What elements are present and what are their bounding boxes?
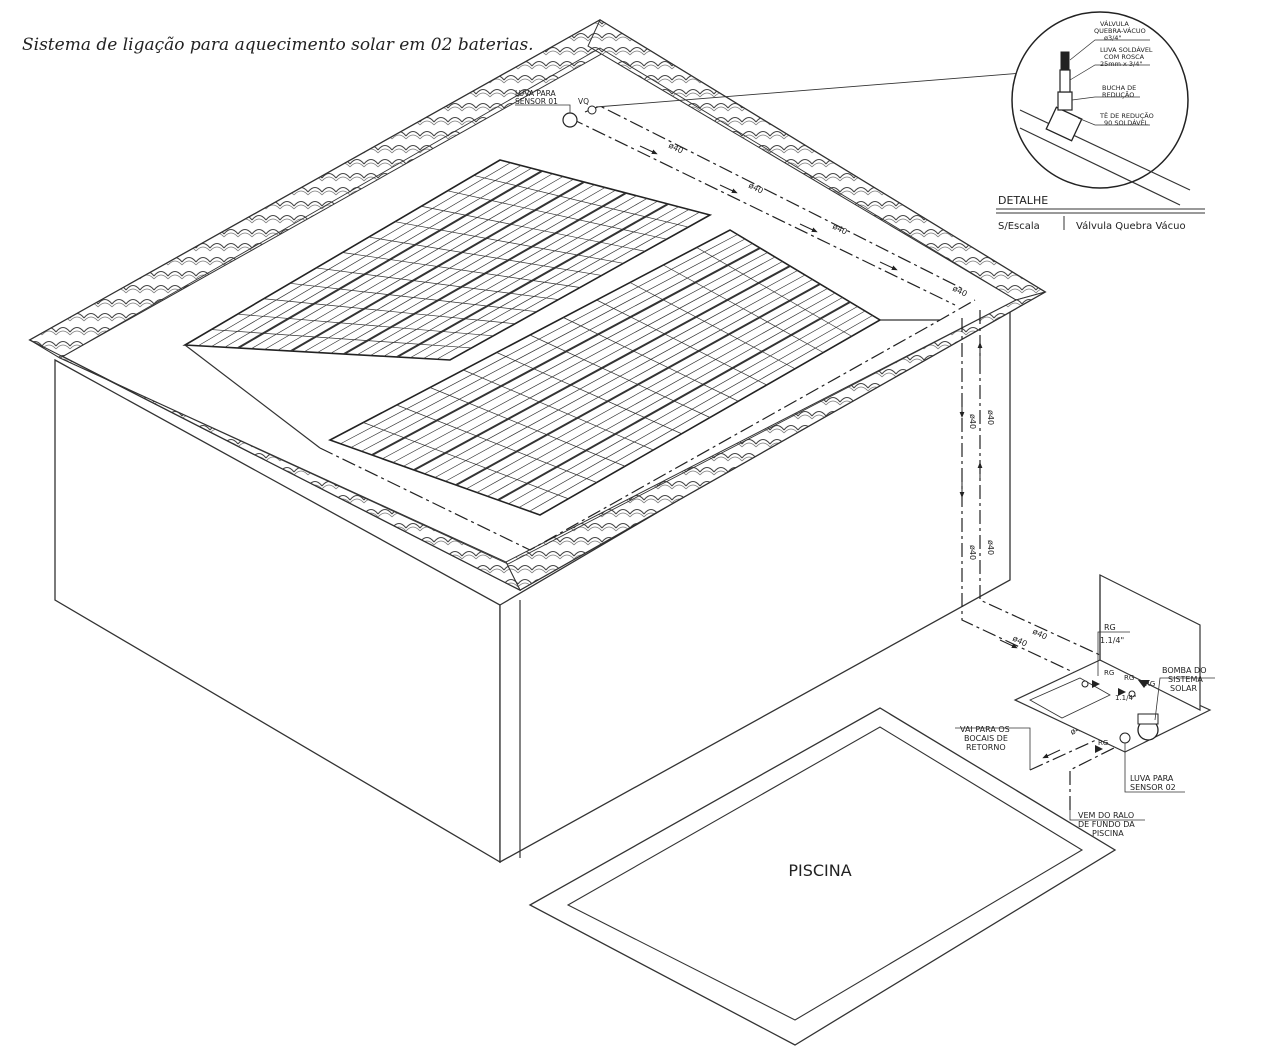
solar-battery-2-row-line xyxy=(463,369,654,451)
solar-battery-2-row-line xyxy=(363,422,569,500)
pump-label-3: SOLAR xyxy=(1170,684,1197,693)
pump-label-1: BOMBA DO xyxy=(1162,666,1207,675)
rg-tag: RG xyxy=(1104,623,1116,632)
pump-area: RG 1.1/4" RG RG RG RG 1.1/4" BOMBA DO SI… xyxy=(955,574,1215,838)
flow-arrows xyxy=(639,145,1061,759)
detail-tee xyxy=(1045,106,1083,142)
detail-bushing-label-1: BUCHA DE xyxy=(1102,84,1136,92)
returns-label-1: VAI PARA OS xyxy=(960,725,1010,734)
pipe-downpipe-left xyxy=(961,318,1091,681)
solar-battery-1-row-line xyxy=(368,236,602,276)
vq-label: VQ xyxy=(578,97,589,106)
solar-battery-1-row-line xyxy=(447,190,667,240)
solar-battery-2-row-line xyxy=(563,317,739,402)
pool-label: PISCINA xyxy=(788,861,851,880)
detail-sleeve-label-3: 25mm x 3/4" xyxy=(1100,60,1142,68)
pipe-label-9: ø40 xyxy=(1031,627,1049,642)
sensor-02-sleeve xyxy=(1119,732,1131,744)
pipe-roof-top xyxy=(569,117,956,306)
register-rg-3 xyxy=(1138,680,1150,688)
battery-1-header xyxy=(184,344,321,449)
detail-sleeve-label-1: LUVA SOLDÁVEL xyxy=(1100,45,1153,54)
rg-label-3: RG xyxy=(1145,680,1155,688)
rg-label-2: RG xyxy=(1124,674,1134,682)
detail-bushing-label-2: REDUÇÃO xyxy=(1102,90,1134,99)
detail-scale: S/Escala xyxy=(998,221,1040,232)
pipe-downpipe-right xyxy=(979,310,1101,656)
drain-label-3: PISCINA xyxy=(1092,829,1124,838)
drain-label-2: DE FUNDO DA xyxy=(1078,820,1135,829)
sensor-02-label-1: LUVA PARA xyxy=(1130,774,1174,783)
sensor-01-sleeve xyxy=(562,112,578,128)
detail-circle xyxy=(1011,11,1189,189)
detail-sleeve-label-2: COM ROSCA xyxy=(1104,53,1145,61)
detail-bushing xyxy=(1057,91,1073,111)
solar-battery-2-row-line xyxy=(496,352,682,435)
detail-valve-label-3: ø3/4" xyxy=(1104,34,1121,42)
sensor-01-label-1: LUVA PARA xyxy=(515,89,557,98)
detail-tee-label-2: 90 SOLDÁVEL xyxy=(1104,118,1149,127)
detail-tee-label-1: TÊ DE REDUÇÃO xyxy=(1099,111,1154,120)
sensor-01-assembly: LUVA PARA SENSOR 01 VQ xyxy=(515,71,1036,128)
pipe-label-8: ø40 xyxy=(986,540,995,555)
diagram-title: Sistema de ligação para aquecimento sola… xyxy=(22,35,534,55)
rg-label-4: RG xyxy=(1098,739,1108,747)
pool-inner-edge xyxy=(566,726,1084,1021)
drain-label-1: VEM DO RALO xyxy=(1078,811,1134,820)
solar-battery-1-row-line xyxy=(342,252,581,288)
register-rg-4 xyxy=(1095,745,1103,753)
solar-panels xyxy=(182,159,940,516)
sensor-01-label-2: SENSOR 01 xyxy=(515,97,558,106)
solar-battery-1-row-line xyxy=(394,221,624,264)
pipe-label-5: ø40 xyxy=(968,414,977,429)
solar-battery-2-row-line xyxy=(696,247,852,337)
detail-sleeve xyxy=(1059,69,1071,93)
solar-battery-1-row-line xyxy=(316,267,559,300)
vacuum-valve-vq xyxy=(587,105,597,115)
detail-callout: VÁLVULA QUEBRA-VÁCUO ø3/4" LUVA SOLDÁVEL… xyxy=(996,11,1205,232)
solar-battery-1-row-line xyxy=(263,298,516,325)
detail-valve-label-2: QUEBRA-VÁCUO xyxy=(1094,26,1146,35)
rg-size: 1.1/4" xyxy=(1100,636,1124,645)
sensor-02-label-2: SENSOR 02 xyxy=(1130,783,1176,792)
detail-name: Válvula Quebra Vácuo xyxy=(1076,220,1186,232)
solar-battery-2-row-line xyxy=(596,299,767,386)
register-rg-2 xyxy=(1118,688,1126,696)
solar-battery-2-row-line xyxy=(529,334,711,418)
solar-battery-1-row-line xyxy=(211,329,472,349)
pump-label-2: SISTEMA xyxy=(1168,675,1203,684)
detail-valve-label-1: VÁLVULA xyxy=(1100,19,1129,28)
rg-label-1: RG xyxy=(1104,669,1114,677)
pump-base-slab xyxy=(1013,659,1212,753)
pool: PISCINA xyxy=(528,707,1117,1046)
returns-label-2: BOCAIS DE xyxy=(964,734,1008,743)
pipe-label-7: ø40 xyxy=(968,545,977,560)
solar-battery-2-row-line xyxy=(629,282,796,370)
solar-battery-1-row-line xyxy=(421,205,646,252)
register-rg-1 xyxy=(1092,680,1100,688)
solar-battery-2-row-line xyxy=(429,387,626,467)
detail-valve xyxy=(1060,51,1070,71)
solar-battery-1-row-line xyxy=(237,313,494,337)
detail-heading: DETALHE xyxy=(998,194,1048,207)
pipe-drain xyxy=(1069,744,1121,810)
roof-tiles-lower-left xyxy=(29,339,522,592)
pipe-label-6: ø40 xyxy=(986,410,995,425)
solar-battery-2-row-line xyxy=(663,264,824,353)
solar-battery-1-row-line xyxy=(289,282,537,313)
solar-battery-1-row-line xyxy=(473,175,689,228)
returns-label-3: RETORNO xyxy=(966,743,1006,752)
pipe-roof-bottom xyxy=(319,299,976,551)
solar-battery-2-row-line xyxy=(396,404,597,483)
size-small: 1.1/4" xyxy=(1115,694,1136,702)
